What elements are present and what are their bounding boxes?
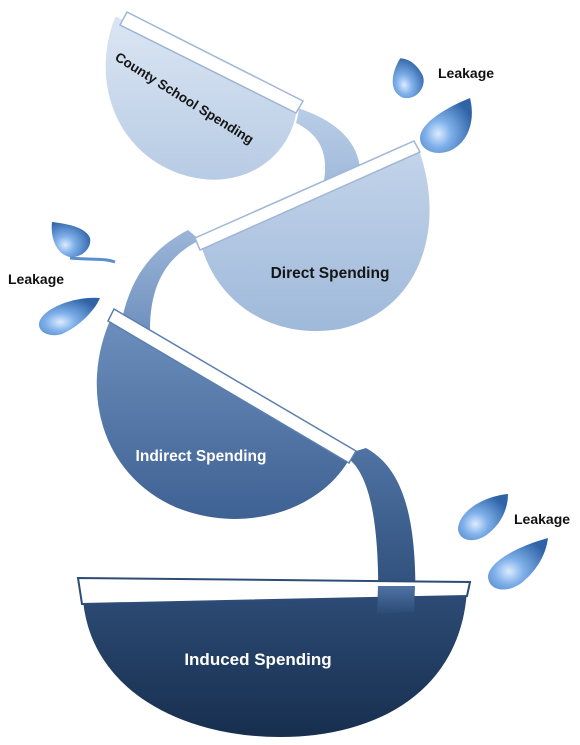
pour-stream-2 (120, 230, 200, 330)
droplet-icon (458, 494, 508, 541)
leakage-label-bottom-right: Leakage (514, 511, 570, 527)
induced-spending-label: Induced Spending (184, 650, 331, 669)
droplet-icon (420, 98, 472, 153)
bowl-direct (194, 140, 432, 334)
leakage-drops-left (39, 222, 116, 336)
pour-stream-3 (343, 448, 416, 615)
leakage-label-top-right: Leakage (438, 65, 494, 81)
direct-spending-label: Direct Spending (271, 265, 390, 282)
droplet-icon (39, 297, 100, 336)
bowl-induced (76, 576, 472, 740)
bowl-indirect (94, 307, 358, 521)
droplet-icon (392, 58, 424, 99)
leakage-drops-bottom-right (458, 494, 548, 590)
droplet-icon (51, 222, 91, 258)
leakage-label-left: Leakage (8, 271, 64, 287)
leakage-drops-top-right (392, 58, 472, 153)
droplet-icon (488, 538, 548, 590)
indirect-spending-label: Indirect Spending (136, 448, 267, 465)
bowl-county-school (103, 11, 305, 182)
